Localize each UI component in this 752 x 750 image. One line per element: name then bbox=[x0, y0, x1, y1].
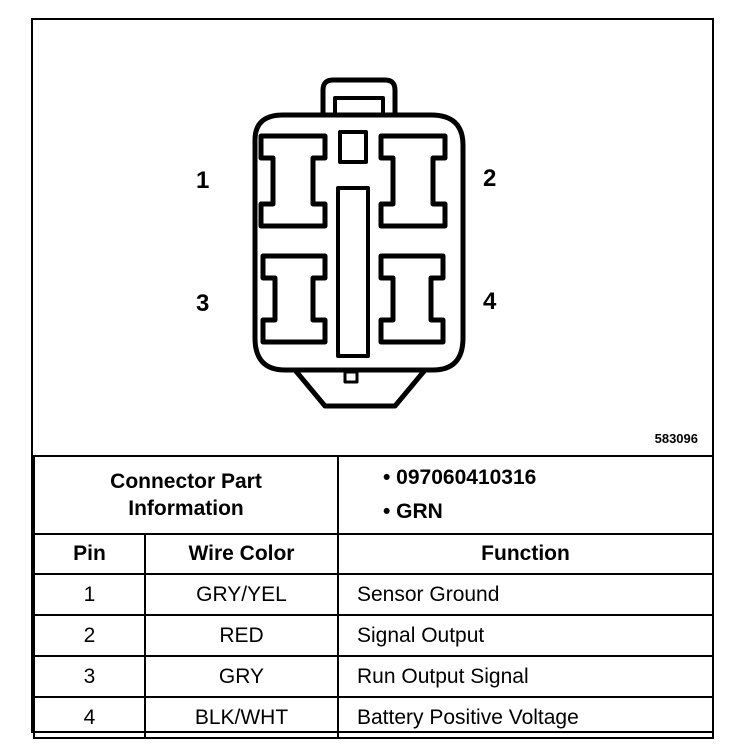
table-row: 2 RED Signal Output bbox=[33, 614, 714, 657]
header-function: Function bbox=[337, 533, 714, 575]
function-cell: Run Output Signal bbox=[337, 655, 714, 698]
pin-cell: 2 bbox=[33, 614, 146, 657]
pin-cavity-4 bbox=[378, 253, 446, 345]
connector-latch bbox=[320, 77, 398, 115]
pin-cavity-2 bbox=[378, 133, 448, 229]
header-wire-color: Wire Color bbox=[144, 533, 339, 575]
connector-part-row: Connector Part Information • 09706041031… bbox=[33, 455, 714, 535]
table-row: 3 GRY Run Output Signal bbox=[33, 655, 714, 698]
wire-color-cell: BLK/WHT bbox=[144, 696, 339, 739]
connector-part-values: • 097060410316 • GRN bbox=[337, 455, 714, 535]
function-cell: Battery Positive Voltage bbox=[337, 696, 714, 739]
pin-label-4: 4 bbox=[483, 288, 497, 315]
table-row: 4 BLK/WHT Battery Positive Voltage bbox=[33, 696, 714, 739]
connector-color: • GRN bbox=[383, 500, 443, 523]
connector-part-label: Connector Part Information bbox=[33, 455, 339, 535]
connector-part-label-line2: Information bbox=[128, 497, 244, 520]
wire-color-cell: GRY bbox=[144, 655, 339, 698]
connector-part-label-line1: Connector Part bbox=[110, 470, 262, 493]
function-cell: Signal Output bbox=[337, 614, 714, 657]
header-pin: Pin bbox=[33, 533, 146, 575]
center-slot bbox=[336, 186, 370, 358]
wire-color-cell: GRY/YEL bbox=[144, 573, 339, 616]
connector-key bbox=[293, 368, 427, 409]
pin-label-3: 3 bbox=[196, 290, 210, 317]
center-small-cavity bbox=[338, 130, 368, 164]
function-cell: Sensor Ground bbox=[337, 573, 714, 616]
connector-body bbox=[252, 112, 466, 373]
pin-cavity-3 bbox=[260, 253, 328, 345]
connector-face-drawing bbox=[252, 77, 466, 409]
pin-label-1: 1 bbox=[196, 167, 210, 194]
connector-info-table: Connector Part Information • 09706041031… bbox=[33, 455, 714, 739]
pin-cell: 3 bbox=[33, 655, 146, 698]
part-number: • 097060410316 bbox=[383, 466, 537, 489]
pin-cavity-1 bbox=[258, 133, 328, 229]
pin-label-2: 2 bbox=[483, 165, 497, 192]
wire-color-cell: RED bbox=[144, 614, 339, 657]
pin-cell: 1 bbox=[33, 573, 146, 616]
figure-number: 583096 bbox=[654, 431, 698, 446]
table-header-row: Pin Wire Color Function bbox=[33, 533, 714, 575]
pin-cell: 4 bbox=[33, 696, 146, 739]
table-row: 1 GRY/YEL Sensor Ground bbox=[33, 573, 714, 616]
connector-frame: 1 2 3 4 583096 Connector Part Informatio… bbox=[31, 18, 714, 739]
